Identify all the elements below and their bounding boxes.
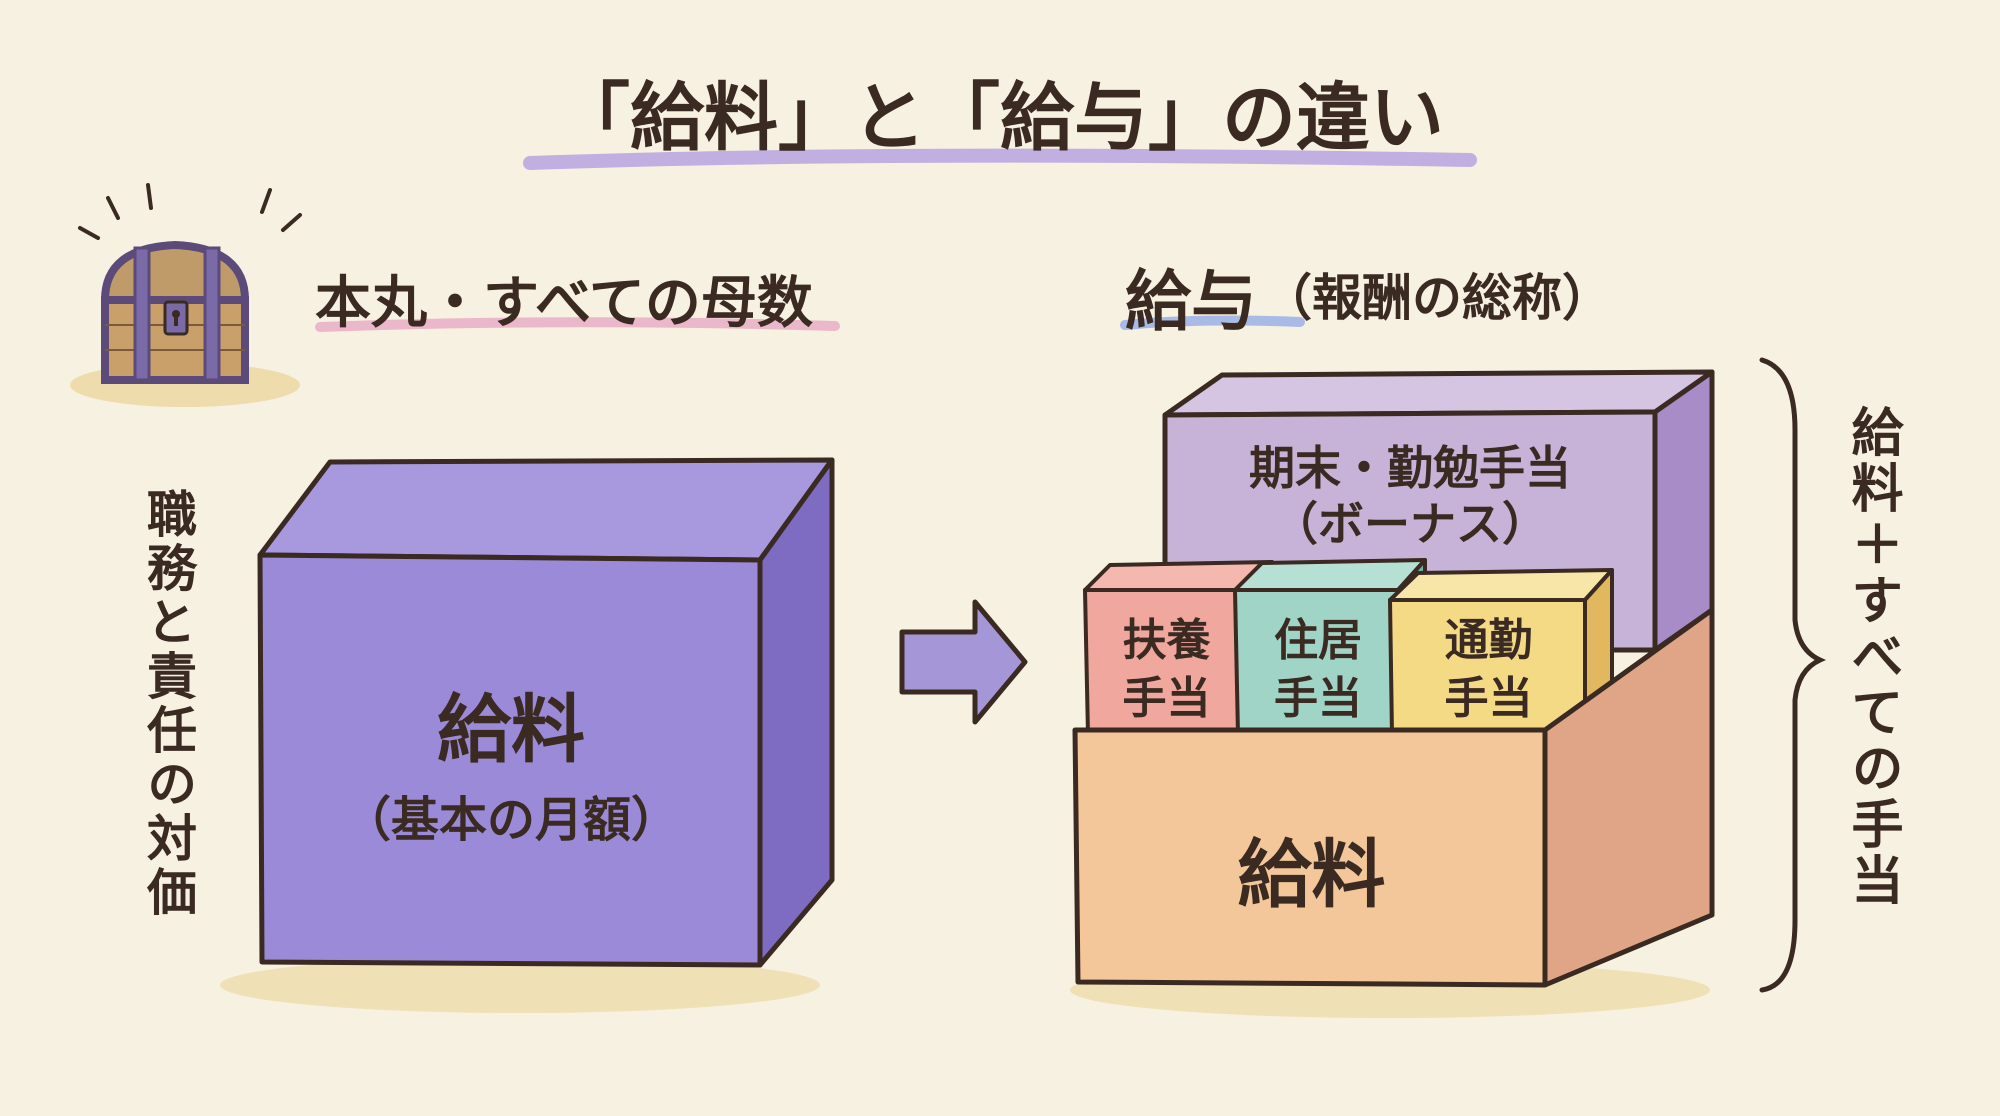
bracket-text: 給料＋すべての手当 — [1842, 405, 1902, 909]
treasure-chest-icon — [70, 183, 302, 407]
title-underline — [523, 148, 1477, 170]
allowance-label-housing: 住居手当 — [1238, 612, 1398, 728]
allowance-box-commute — [1388, 568, 1614, 737]
right-brace — [1759, 357, 1827, 993]
allowance-composite — [1070, 369, 1715, 1018]
allowance-label-commute: 通勤手当 — [1392, 612, 1585, 728]
right-heading-underline — [1120, 315, 1305, 330]
bonus-block — [1162, 369, 1715, 418]
base-salary-label: 給料 — [1237, 832, 1386, 918]
left-side-text: 職務と責任の対価 — [139, 488, 197, 920]
salary-cube — [220, 457, 835, 1013]
allowance-text: 扶養手当 — [1122, 615, 1211, 724]
salary-cube-subtitle: （基本の月額） — [342, 792, 679, 848]
right-arrow-icon — [899, 599, 1028, 725]
bonus-label-line2: （ボーナス） — [1272, 497, 1548, 551]
allowance-text: 住居手当 — [1274, 615, 1362, 724]
right-heading-main: 給与 — [1125, 263, 1257, 340]
allowance-label-dependent: 扶養手当 — [1088, 612, 1245, 728]
salary-cube-title: 給料 — [437, 687, 585, 773]
right-heading-sub: （報酬の総称） — [1262, 269, 1612, 327]
left-heading: 本丸・すべての母数 — [315, 271, 813, 336]
left-heading-underline — [315, 317, 840, 332]
page-title: 「給料」と「給与」の違い — [556, 75, 1444, 161]
allowance-text: 通勤手当 — [1444, 615, 1533, 724]
bonus-label-line1: 期末・勤勉手当 — [1249, 441, 1571, 495]
base-salary-box — [1072, 727, 1548, 988]
